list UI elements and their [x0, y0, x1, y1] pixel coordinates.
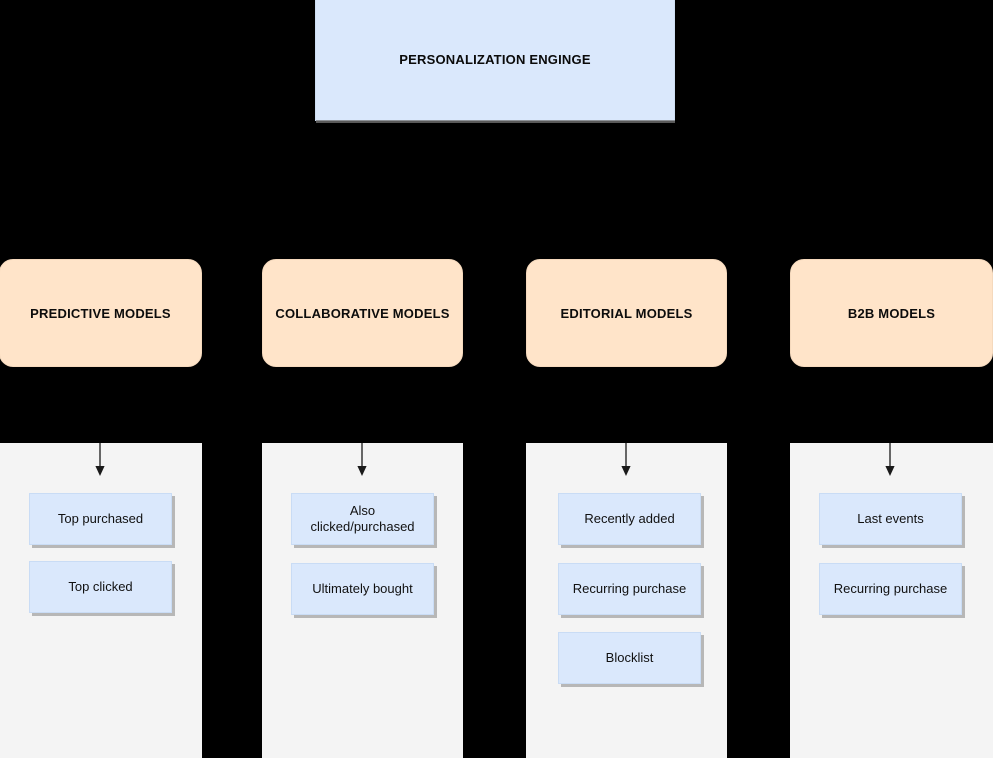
model-box-label: PREDICTIVE MODELS: [30, 305, 171, 321]
model-box-label: B2B MODELS: [847, 305, 936, 321]
item-box-label: Recurring purchase: [572, 581, 687, 596]
item-box-label: Recently added: [584, 511, 675, 526]
model-box-b2b[interactable]: B2B MODELS: [790, 259, 993, 367]
item-box-label: Blocklist: [605, 650, 654, 665]
item-box-top-purchased[interactable]: Top purchased: [29, 493, 172, 545]
model-box-collaborative[interactable]: COLLABORATIVE MODELS: [262, 259, 463, 367]
model-box-predictive[interactable]: PREDICTIVE MODELS: [0, 259, 202, 367]
model-box-editorial[interactable]: EDITORIAL MODELS: [526, 259, 727, 367]
item-box-last-events[interactable]: Last events: [819, 493, 962, 545]
engine-box-shadow: [316, 120, 675, 123]
model-box-label: EDITORIAL MODELS: [560, 305, 693, 321]
model-box-label: COLLABORATIVE MODELS: [275, 305, 450, 321]
item-box-label: Ultimately bought: [312, 581, 413, 596]
item-box-recently-added[interactable]: Recently added: [558, 493, 701, 545]
item-box-recurring-purchase-b2b[interactable]: Recurring purchase: [819, 563, 962, 615]
item-box-top-clicked[interactable]: Top clicked: [29, 561, 172, 613]
item-box-label: Recurring purchase: [833, 581, 948, 596]
item-box-recurring-purchase-editorial[interactable]: Recurring purchase: [558, 563, 701, 615]
item-box-label: Last events: [857, 511, 924, 526]
item-box-label: Top purchased: [57, 511, 144, 526]
item-box-also-clicked-purchased[interactable]: Also clicked/purchased: [291, 493, 434, 545]
item-box-label: Top clicked: [68, 579, 133, 594]
item-box-label: Also clicked/purchased: [310, 503, 415, 534]
item-box-blocklist[interactable]: Blocklist: [558, 632, 701, 684]
item-box-ultimately-bought[interactable]: Ultimately bought: [291, 563, 434, 615]
personalization-engine-label: PERSONALIZATION ENGINGE: [399, 52, 591, 67]
personalization-engine-box[interactable]: PERSONALIZATION ENGINGE: [315, 0, 675, 123]
